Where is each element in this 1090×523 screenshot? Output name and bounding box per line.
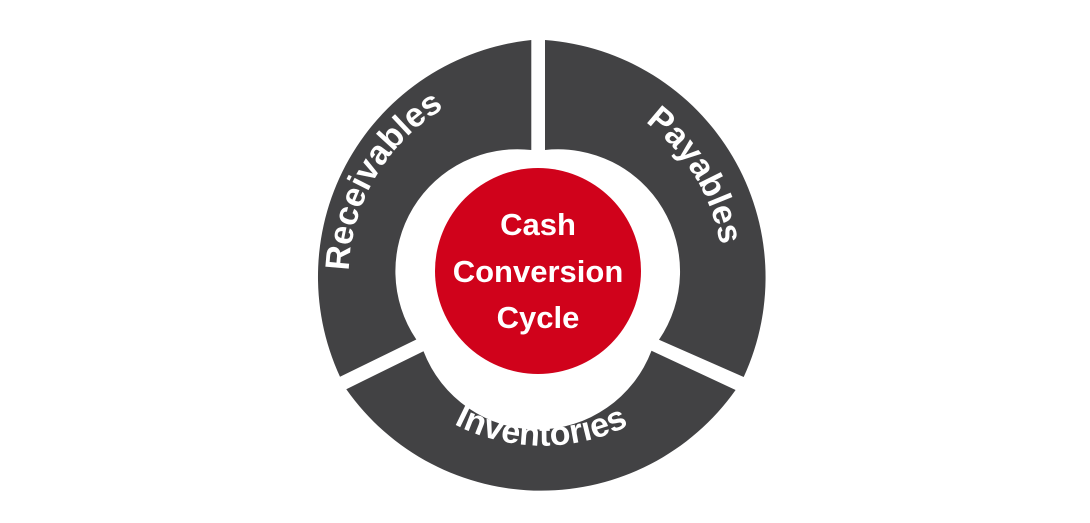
segment-receivables bbox=[317, 40, 532, 377]
center-text-line-3: Cycle bbox=[497, 300, 580, 335]
center-circle bbox=[435, 168, 641, 374]
segment-inventories bbox=[346, 350, 736, 491]
segment-payables bbox=[545, 40, 766, 377]
center-text-line-2: Conversion bbox=[453, 254, 624, 289]
center-text-line-1: Cash bbox=[500, 207, 576, 242]
